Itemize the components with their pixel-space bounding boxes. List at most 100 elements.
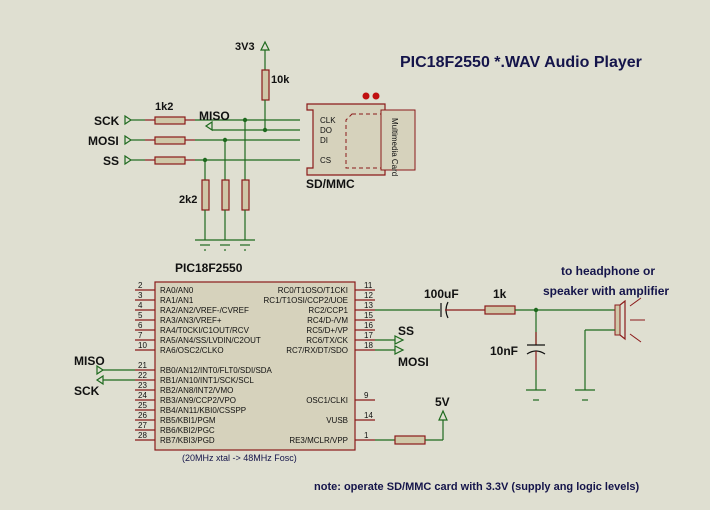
filter-resistor-label: 1k — [493, 287, 507, 301]
output-label-line2: speaker with amplifier — [543, 284, 669, 298]
sd-card-socket: CLK DO DI CS Multimedia Card SD/MMC — [306, 92, 416, 191]
speaker-icon — [614, 297, 645, 343]
pulldown-resistor — [241, 179, 250, 211]
pin-number: 22 — [138, 371, 147, 380]
series-resistor-label: 1k2 — [155, 101, 173, 113]
pin-number: 26 — [138, 411, 147, 420]
clock-note: (20MHz xtal -> 48MHz Fosc) — [182, 453, 297, 463]
mclr-supply-label: 5V — [435, 395, 450, 409]
pin-name: RB1/AN10/INT1/SCK/SCL — [160, 376, 254, 385]
pin-number: 10 — [138, 341, 147, 350]
coupling-cap-label: 100uF — [424, 287, 459, 301]
output-label-line1: to headphone or — [561, 264, 655, 278]
mcu-port-sck-label: SCK — [74, 384, 100, 398]
pin-name: RC0/T1OSO/T1CKI — [278, 286, 348, 295]
pin-name: RE3/MCLR/VPP — [289, 436, 348, 445]
pin-number: 5 — [138, 311, 143, 320]
pulldown-resistor — [221, 179, 230, 211]
sd-card-label: SD/MMC — [306, 177, 355, 191]
pin-name: RB4/AN11/KBI0/CSSPP — [160, 406, 246, 415]
port-ss: SS — [103, 154, 145, 168]
port-arrow-icon — [394, 345, 405, 355]
port-mosi: MOSI — [88, 134, 145, 148]
pin-number: 3 — [138, 291, 143, 300]
pin-number: 21 — [138, 361, 147, 370]
pin-number: 1 — [364, 431, 369, 440]
sd-pin-cs: CS — [320, 156, 331, 165]
pin-number: 12 — [364, 291, 373, 300]
pin-name: RC1/T1OSI/CCP2/UOE — [264, 296, 348, 305]
mcu-port-miso-label: MISO — [74, 354, 105, 368]
miso-label: MISO — [199, 109, 230, 123]
supply-note: note: operate SD/MMC card with 3.3V (sup… — [314, 481, 640, 493]
power-arrow-icon — [260, 40, 270, 51]
pin-number: 15 — [364, 311, 373, 320]
supply-3v3-label: 3V3 — [235, 41, 255, 53]
pin-name: RC4/D-/VM — [307, 316, 348, 325]
filter-cap-label: 10nF — [490, 344, 518, 358]
pin-number: 6 — [138, 321, 143, 330]
port-arrow-icon — [204, 120, 213, 132]
pullup-resistor-label: 10k — [271, 74, 290, 86]
series-resistor-ss — [154, 156, 186, 165]
pin-name: RB5/KBI1/PGM — [160, 416, 216, 425]
series-resistor-sck — [154, 116, 186, 125]
pin-name: RB2/AN8/INT2/VMO — [160, 386, 233, 395]
pin-name: RA3/AN3/VREF+ — [160, 316, 222, 325]
pin-name: RA6/OSC2/CLKO — [160, 346, 224, 355]
pin-number: 11 — [364, 281, 373, 290]
pulldown-resistor — [201, 179, 210, 211]
sd-pin-clk: CLK — [320, 116, 336, 125]
pin-name: RC7/RX/DT/SDO — [286, 346, 348, 355]
mcu-label: PIC18F2550 — [175, 261, 243, 275]
pin-name: VUSB — [326, 416, 348, 425]
pin-number: 17 — [364, 331, 373, 340]
series-resistor-mosi — [154, 136, 186, 145]
pin-number: 7 — [138, 331, 143, 340]
mcu-port-ss-label: SS — [398, 324, 414, 338]
mcu-chip — [154, 281, 356, 451]
pin-name: RA0/AN0 — [160, 286, 194, 295]
sd-pin-do: DO — [320, 126, 332, 135]
pin-name: RA2/AN2/VREF-/CVREF — [160, 306, 249, 315]
pin-name: OSC1/CLKI — [306, 396, 348, 405]
pin-name: RB7/KBI3/PGD — [160, 436, 215, 445]
port-arrow-icon — [95, 374, 104, 386]
pin-number: 4 — [138, 301, 143, 310]
pin-number: 9 — [364, 391, 369, 400]
sd-pin-di: DI — [320, 136, 328, 145]
pin-number: 23 — [138, 381, 147, 390]
filter-resistor — [484, 305, 516, 315]
port-arrow-icon — [124, 114, 133, 126]
pin-number: 25 — [138, 401, 147, 410]
schematic-title: PIC18F2550 *.WAV Audio Player — [400, 54, 642, 71]
mcu-left-pins: 2RA0/AN03RA1/AN14RA2/AN2/VREF-/CVREF5RA3… — [135, 281, 273, 445]
pin-name: RA1/AN1 — [160, 296, 194, 305]
pin-number: 18 — [364, 341, 373, 350]
pin-name: RC5/D+/VP — [306, 326, 348, 335]
port-arrow-icon — [96, 364, 105, 376]
pullup-resistor — [261, 69, 270, 101]
pin-number: 27 — [138, 421, 147, 430]
port-arrow-icon — [394, 335, 405, 345]
port-arrow-icon — [124, 134, 133, 146]
pin-name: RA5/AN4/SS/LVDIN/C2OUT — [160, 336, 261, 345]
